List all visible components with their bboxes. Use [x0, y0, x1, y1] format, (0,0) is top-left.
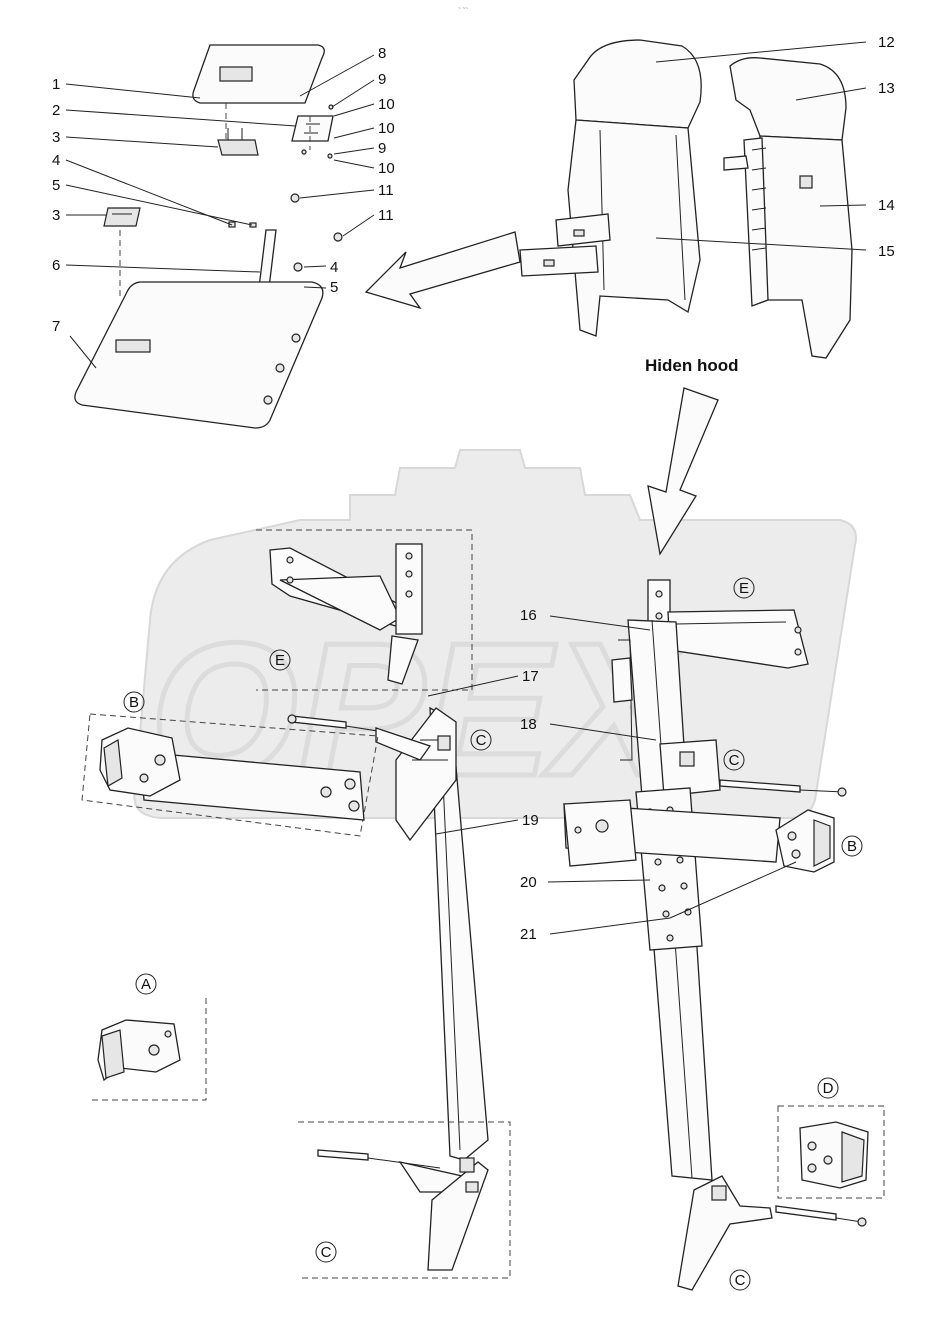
- callout-13: 13: [878, 80, 895, 97]
- leader-lines-right-top: [655, 41, 867, 251]
- detail-box-a: [90, 998, 207, 1101]
- callout-3b: 3: [52, 207, 60, 224]
- callout-6: 6: [52, 257, 60, 274]
- hidden-hood-caption: Hiden hood: [645, 356, 738, 375]
- callout-4b: 4: [330, 259, 338, 276]
- detail-markers: A B B C C C C D E E: [123, 577, 863, 1291]
- gas-spring-right-bottom: [775, 1205, 837, 1221]
- hidden-hood-arrow-icon: [647, 387, 719, 556]
- marker-c-right-top: C: [729, 752, 740, 769]
- bracket-plate-2: [291, 115, 334, 142]
- callout-11a: 11: [378, 182, 394, 199]
- callout-4: 4: [52, 152, 60, 169]
- hood-assembly: [519, 39, 853, 359]
- callout-10a: 10: [378, 96, 395, 113]
- callout-2: 2: [52, 102, 60, 119]
- detail-d: [777, 1105, 885, 1199]
- callout-12: 12: [878, 34, 895, 51]
- detail-box-d: [777, 1105, 885, 1199]
- mid-hinge-right: [659, 739, 721, 797]
- upper-cover-plate: [192, 44, 325, 104]
- latch-block-3: [217, 139, 259, 156]
- upper-cover-window: [219, 66, 253, 82]
- callout-21: 21: [520, 926, 537, 943]
- marker-d: D: [823, 1080, 834, 1097]
- gas-spring-right-top: [719, 779, 801, 793]
- callout-5: 5: [52, 177, 60, 194]
- panel-exploded-view: [74, 44, 343, 429]
- callout-18: 18: [520, 716, 537, 733]
- callout-17: 17: [522, 668, 539, 685]
- hood-cutout: [799, 175, 813, 189]
- latch-block-3b: [103, 207, 141, 227]
- lower-hinge-right: [677, 1175, 773, 1291]
- marker-b-left: B: [129, 694, 139, 711]
- callout-16: 16: [520, 607, 537, 624]
- marker-e-right: E: [739, 580, 749, 597]
- marker-a: A: [141, 976, 151, 993]
- direction-arrow-icon: [364, 231, 521, 310]
- marker-c-left-top: C: [476, 732, 487, 749]
- left-frame-assembly: [81, 529, 511, 1279]
- marker-e-left: E: [275, 652, 285, 669]
- callout-9a: 9: [378, 71, 386, 88]
- callout-14: 14: [878, 197, 895, 214]
- detail-box-b-left: [81, 713, 379, 837]
- hood-side-channel: [743, 137, 769, 307]
- callout-1: 1: [52, 76, 60, 93]
- callouts-left: 1 2 3 4 5 3 6 7 8 9 10 10 9 10 11 11 4 5: [52, 45, 395, 335]
- hood-bracket-lower: [519, 245, 599, 277]
- callout-7: 7: [52, 318, 60, 335]
- callout-10c: 10: [378, 160, 395, 177]
- callout-11b: 11: [378, 207, 394, 224]
- large-cover-panel-7: [74, 281, 324, 429]
- callout-8: 8: [378, 45, 386, 62]
- hood-12: [573, 39, 702, 129]
- detail-box-e-left: [256, 529, 473, 691]
- latch-bracket-right: [563, 799, 637, 867]
- callout-3: 3: [52, 129, 60, 146]
- callout-10b: 10: [378, 120, 395, 137]
- right-frame-assembly: [563, 579, 867, 1291]
- callout-5b: 5: [330, 279, 338, 296]
- callout-20: 20: [520, 874, 537, 891]
- marker-c-left-bottom: C: [321, 1244, 332, 1261]
- large-cover-window: [115, 339, 151, 353]
- callout-19: 19: [522, 812, 539, 829]
- gas-spring-left-bottom: [317, 1149, 369, 1161]
- detail-box-c-left-bottom: [298, 1121, 511, 1279]
- marker-b-right: B: [847, 838, 857, 855]
- marker-c-right-bottom: C: [735, 1272, 746, 1289]
- callout-15: 15: [878, 243, 895, 260]
- header-mark: ~ ~~: [458, 6, 468, 12]
- detail-a: [90, 998, 207, 1101]
- leader-lines-left: [65, 54, 375, 369]
- callout-9b: 9: [378, 140, 386, 157]
- hood-13: [729, 57, 847, 141]
